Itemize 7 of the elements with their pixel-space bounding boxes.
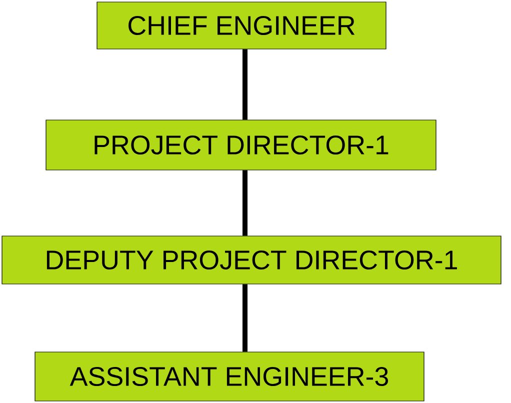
title-box: DEPUTY PROJECT DIRECTOR-1	[2, 236, 502, 284]
connector-line	[242, 49, 248, 120]
connector-line	[242, 284, 248, 352]
connector-line	[242, 170, 248, 236]
title-box: CHIEF ENGINEER	[96, 2, 386, 50]
title-box: PROJECT DIRECTOR-1	[46, 120, 436, 170]
title-box: ASSISTANT ENGINEER-3	[34, 352, 424, 402]
